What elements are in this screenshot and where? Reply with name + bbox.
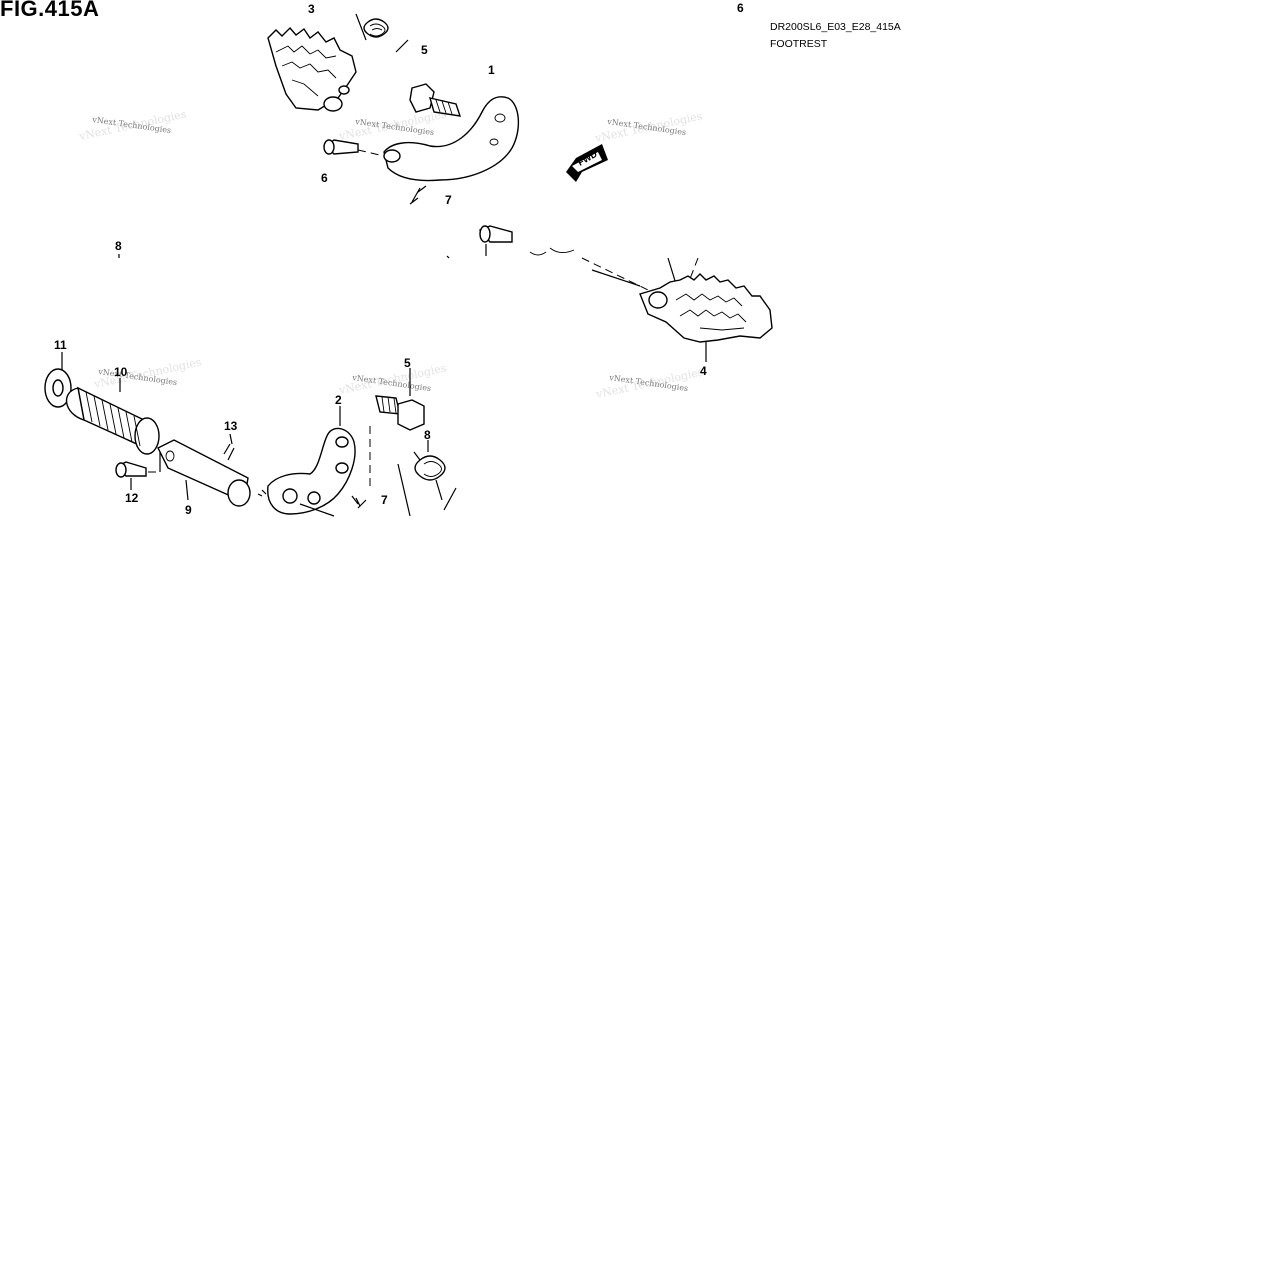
callout-8a: 8 [115, 239, 122, 253]
part-spring-lower [397, 440, 457, 517]
part-shaft [157, 439, 251, 507]
part-rubber-grip [66, 378, 160, 455]
callout-3: 3 [308, 2, 315, 16]
part-pin-lower [115, 452, 161, 490]
part-pin-upper [323, 139, 385, 157]
callout-7b: 7 [381, 493, 388, 507]
callout-11: 11 [54, 338, 67, 352]
callout-5b: 5 [404, 356, 411, 370]
callout-1: 1 [488, 63, 495, 77]
callout-8b: 8 [424, 428, 431, 442]
part-cotter-lower [351, 495, 367, 509]
fwd-arrow-icon: FWD [566, 144, 608, 182]
part-footrest-left [267, 26, 357, 112]
part-cotter-13 [223, 433, 235, 461]
callout-5a: 5 [421, 43, 428, 57]
part-bolt-lower [369, 368, 425, 490]
part-spring-upper [355, 13, 409, 53]
part-bracket-1 [383, 96, 519, 182]
part-pin-right [478, 225, 649, 291]
callout-10: 10 [114, 365, 128, 379]
group-name: FOOTREST [770, 38, 828, 50]
callout-9: 9 [185, 503, 192, 517]
callout-12: 12 [125, 491, 139, 505]
part-bracket-2 [257, 406, 356, 517]
callout-13: 13 [224, 419, 238, 433]
model-code: DR200SL6_E03_E28_415A [770, 21, 901, 33]
callout-4: 4 [700, 364, 707, 378]
part-washer [44, 352, 72, 408]
callouts: 3 6 5 1 6 7 8 11 10 5 4 2 13 8 12 7 9 [54, 1, 744, 517]
part-footrest-right [639, 257, 773, 362]
callout-6a: 6 [321, 171, 328, 185]
figure-title: FIG.415A [0, 0, 100, 21]
part-cotter-upper [409, 185, 427, 205]
callout-2: 2 [335, 393, 342, 407]
callout-7a: 7 [445, 193, 452, 207]
callout-6b: 6 [737, 1, 744, 15]
part-bolt-upper [409, 83, 462, 117]
leader-line [446, 255, 450, 259]
